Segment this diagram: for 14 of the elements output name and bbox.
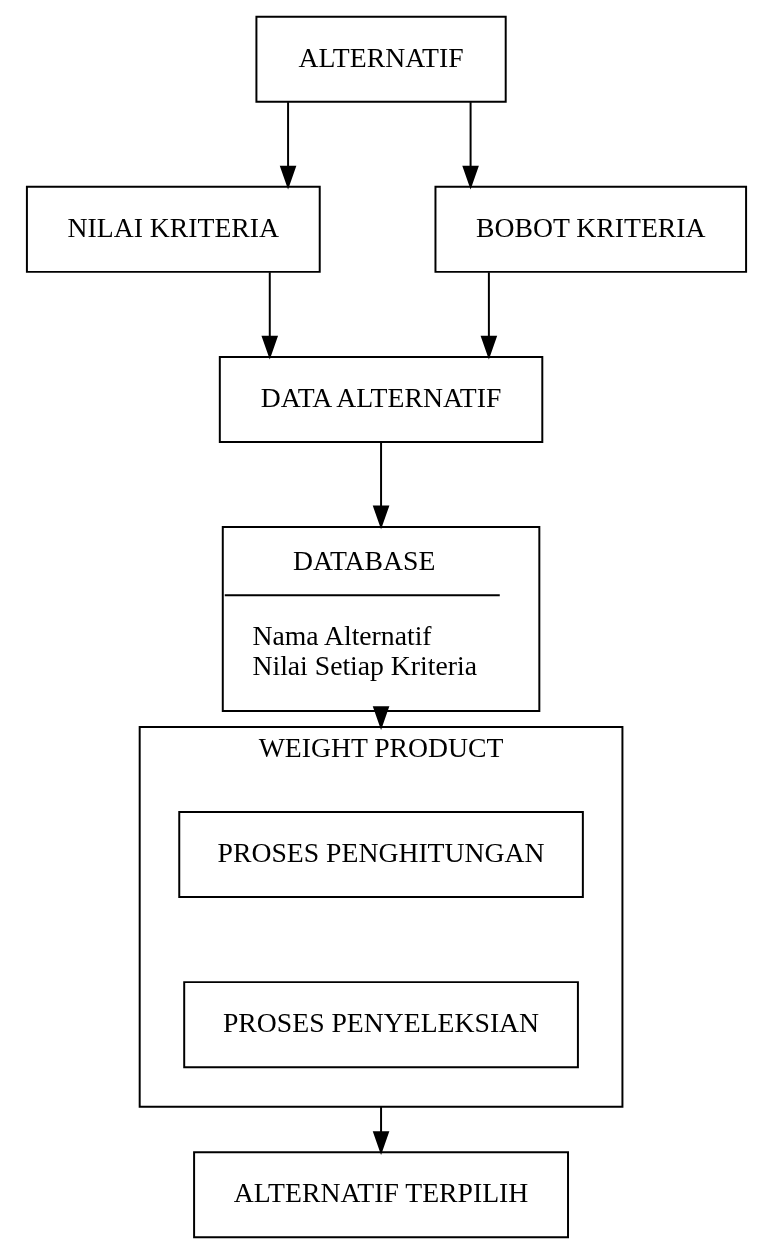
node-box: PROSES PENGHITUNGAN: [178, 811, 584, 899]
node-box: ALTERNATIF: [255, 15, 507, 103]
arrow: [372, 441, 390, 530]
arrow: [261, 271, 279, 360]
node-box: NILAI KRITERIA: [25, 185, 321, 273]
arrow: [462, 101, 479, 190]
arrow: [279, 101, 297, 190]
node-box: ALTERNATIF TERPILIH: [193, 1151, 569, 1239]
node-box: DATA ALTERNATIF: [218, 355, 544, 443]
arrow: [372, 1105, 390, 1155]
arrow: [480, 271, 498, 360]
node-box: PROSES PENYELEKSIAN: [183, 981, 579, 1069]
node-box: BOBOT KRITERIA: [434, 185, 748, 273]
arrow: [372, 706, 390, 730]
